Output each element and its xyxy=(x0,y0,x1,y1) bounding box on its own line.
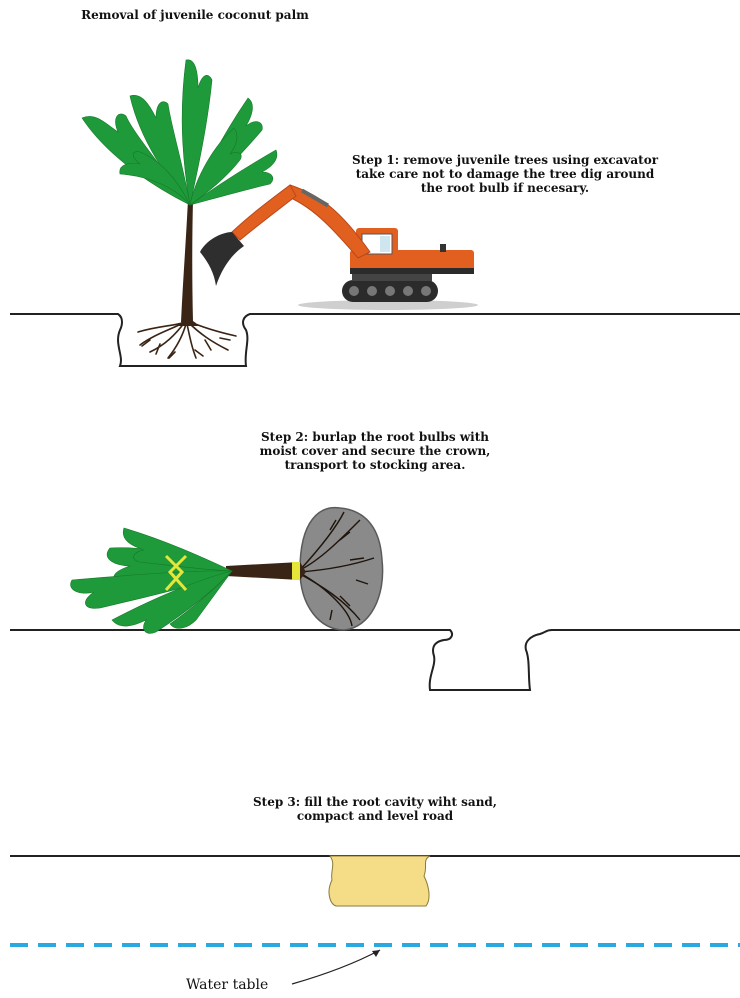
excavator xyxy=(200,185,478,310)
burlap-root-ball xyxy=(300,508,383,630)
palm-trunk xyxy=(181,200,193,322)
palm-roots xyxy=(138,321,236,358)
ground-line-1 xyxy=(10,314,740,366)
sand-fill xyxy=(329,856,430,906)
water-table-pointer xyxy=(292,950,380,984)
palm-fronds xyxy=(82,60,277,205)
ground-line-2 xyxy=(10,630,740,690)
bound-crown xyxy=(71,528,232,633)
